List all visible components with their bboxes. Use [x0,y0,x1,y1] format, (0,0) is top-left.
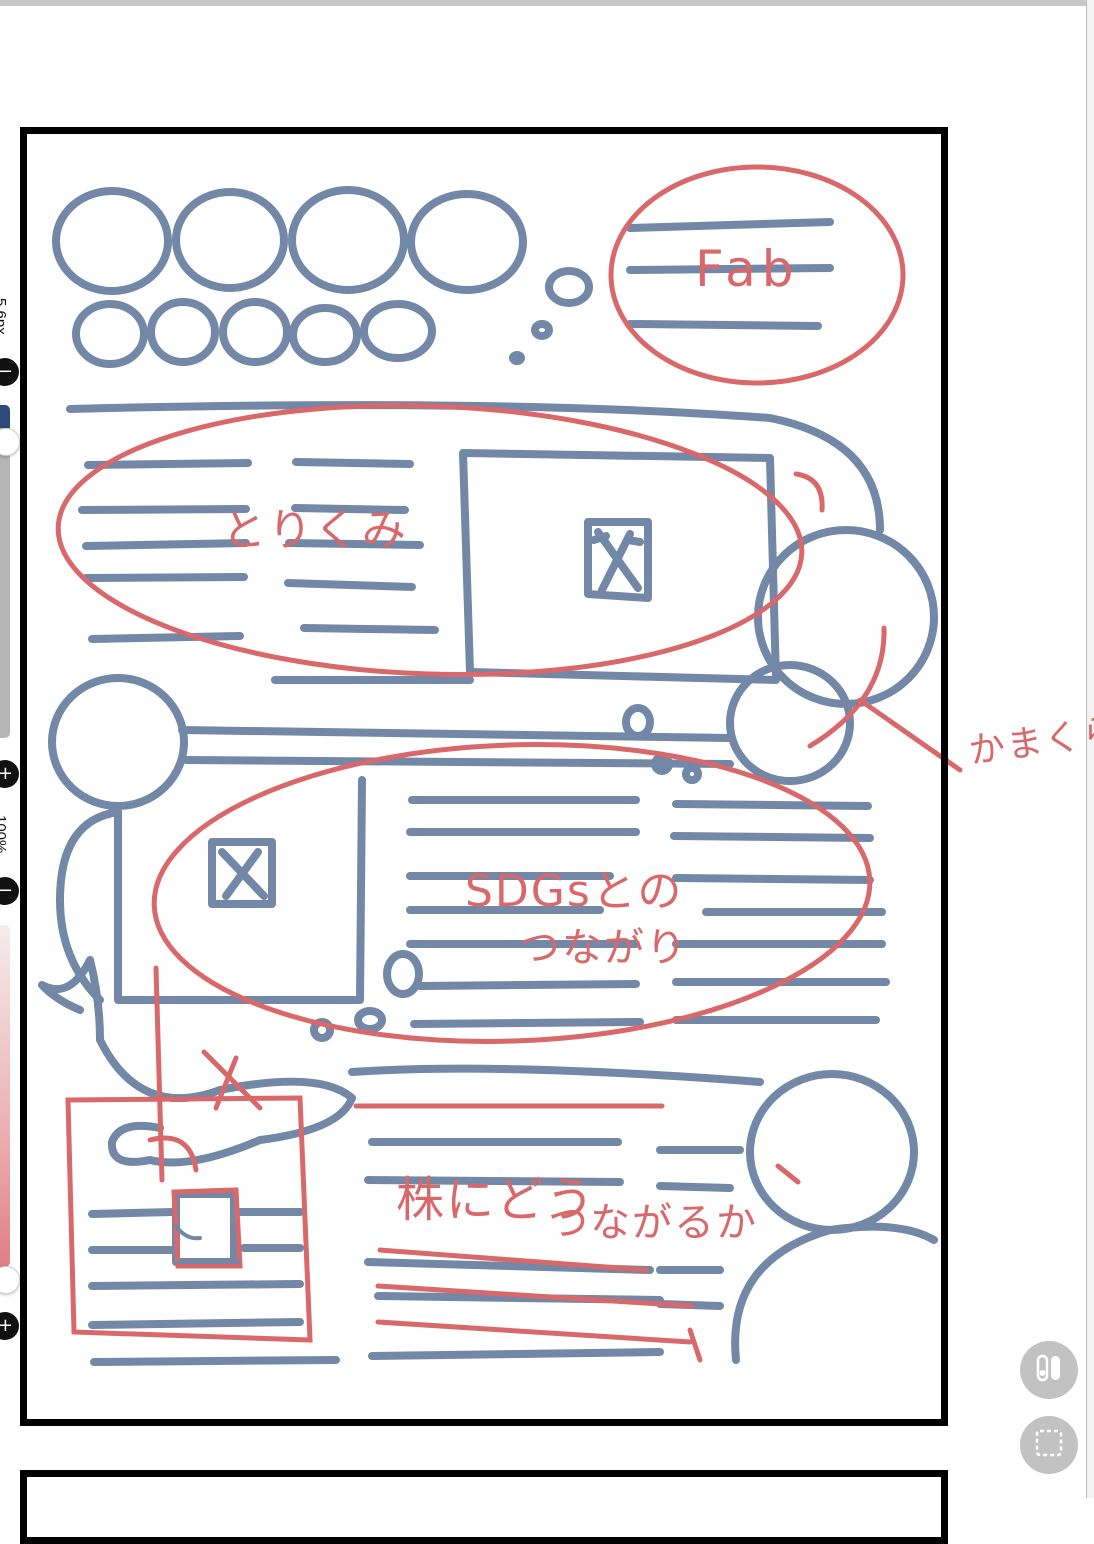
annotation-fab: Fab [695,240,800,298]
annotation-sdgs-line2: つながり [520,925,688,971]
opacity-decrease-button[interactable]: − [0,877,19,905]
annotation-kabu-line1: 株にどう [396,1172,597,1228]
selection-icon [1034,1428,1064,1463]
sketch-circle [72,300,148,368]
opacity-label: 100% [0,815,9,854]
top-scroll-bar [0,0,1094,6]
opacity-slider[interactable] [0,925,10,1267]
opacity-increase-button[interactable]: + [0,1312,19,1340]
sketch-circle [219,298,291,366]
sketch-circle [289,304,361,366]
sketch-circle [288,186,408,294]
opacity-knob[interactable] [0,1266,20,1294]
size-decrease-button[interactable]: − [0,358,19,386]
sketch-circle [52,187,172,295]
right-scrollbar[interactable] [1086,0,1094,1498]
sketch-circle [172,188,288,292]
brush-toggle-icon [1034,1353,1064,1388]
sketch-circle [407,190,527,294]
annotation-kamakura: かまくら [966,710,1094,773]
brush-size-fill [0,405,10,428]
brush-size-slider[interactable] [0,405,10,738]
sketch-layer [38,164,963,1366]
annotation-sdgs-line1: SDGsとの [465,866,684,917]
annotation-torikumi: とりくみ [222,505,408,556]
selection-button[interactable] [1020,1416,1078,1474]
size-increase-button[interactable]: + [0,760,19,788]
sketch-circle [147,298,219,366]
annotation-kabu-line2: つながるか [548,1200,758,1246]
drawing-canvas[interactable] [20,127,963,1423]
next-page-frame[interactable] [20,1470,948,1544]
brush-size-label: 5.6px [0,298,9,335]
sketch-circle [360,300,436,362]
brush-toggle-button[interactable] [1020,1341,1078,1399]
brush-size-knob[interactable] [0,428,20,456]
